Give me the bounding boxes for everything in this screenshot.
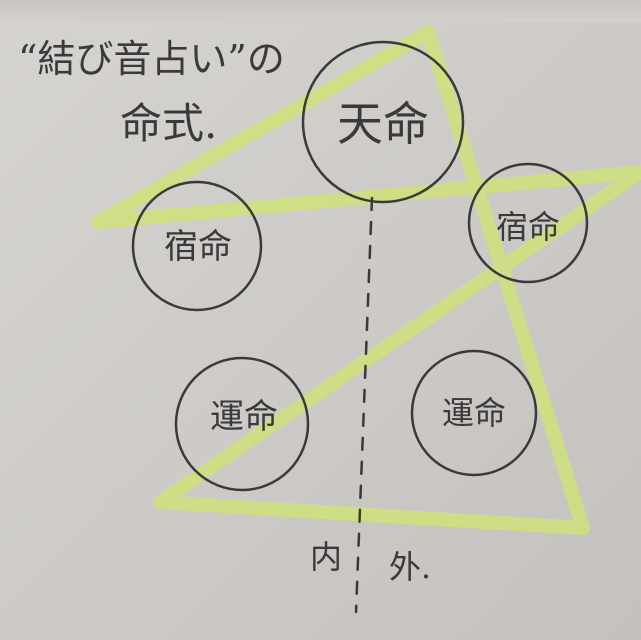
node-circle: [174, 356, 310, 492]
node-circle: [301, 40, 465, 204]
inner-outer-divider: [354, 196, 374, 614]
node-label: 宿命: [164, 227, 232, 267]
subtitle-text: 命式.: [120, 99, 217, 148]
node-label: 運命: [210, 397, 278, 437]
node-circle: [410, 349, 538, 477]
outer-label: 外.: [389, 548, 431, 586]
node-circle: [467, 162, 589, 284]
highlighter-star: [91, 25, 641, 535]
node-bottom-left: 運命: [174, 356, 310, 492]
node-label: 運命: [442, 394, 506, 432]
node-left: 宿命: [131, 180, 263, 312]
node-top: 天命: [301, 40, 465, 204]
title-text: “結び音占い”の: [18, 37, 285, 81]
node-label: 宿命: [496, 208, 560, 246]
paper-top-edge: [0, 0, 641, 22]
node-right: 宿命: [467, 162, 589, 284]
node-label: 天命: [337, 97, 429, 151]
node-bottom-right: 運命: [410, 349, 538, 477]
inner-label: 内: [310, 538, 342, 576]
node-circle: [131, 180, 263, 312]
